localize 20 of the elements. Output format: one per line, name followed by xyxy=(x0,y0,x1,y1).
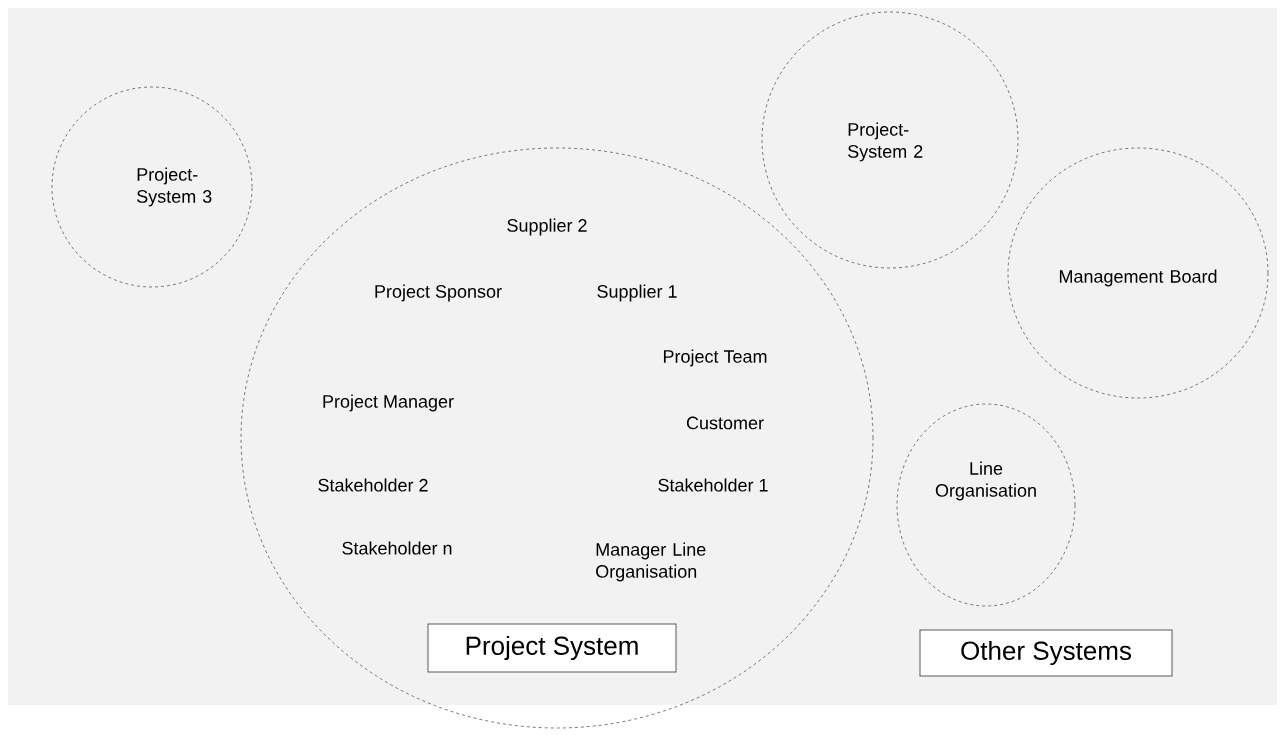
label-text: Stakeholder 1 xyxy=(658,478,768,492)
label-text: Supplier 1 xyxy=(597,284,677,302)
label-text: Line Organisation xyxy=(935,461,1036,501)
dashed-circle xyxy=(896,403,1076,607)
label-text: Manager Line Organisation xyxy=(596,542,706,582)
dashed-circle xyxy=(51,86,253,288)
label-text: Customer xyxy=(686,416,764,430)
dashed-circle xyxy=(761,11,1019,269)
label-text: Project Sponsor xyxy=(375,284,502,302)
title-box: Project System xyxy=(427,623,677,673)
label-text: Management Board xyxy=(1059,269,1217,287)
dashed-circle xyxy=(1007,147,1269,399)
label-text: Stakeholder 2 xyxy=(318,478,428,492)
label-text: Project- System 2 xyxy=(848,122,923,162)
label-text: Project- System 3 xyxy=(137,167,212,207)
label-text: Project Manager xyxy=(323,394,454,412)
label-text: Supplier 2 xyxy=(507,218,587,236)
title-box: Other Systems xyxy=(919,629,1173,677)
label-text: Stakeholder n xyxy=(342,541,452,555)
label-text: Project Team xyxy=(663,349,767,367)
